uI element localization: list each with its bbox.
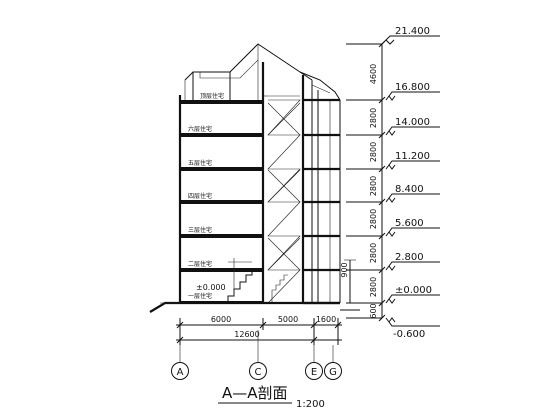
elevation-marker: 2.800 bbox=[385, 252, 440, 271]
axis-bubble-e: E bbox=[305, 362, 323, 380]
svg-text:2.800: 2.800 bbox=[395, 252, 424, 263]
svg-text:16.800: 16.800 bbox=[395, 82, 430, 93]
axis-bubble-a: A bbox=[171, 362, 189, 380]
dim-label: 4600 bbox=[369, 64, 378, 84]
elevation-marker: 21.400 bbox=[381, 26, 440, 45]
stair-dim-label: 900 bbox=[340, 262, 349, 277]
dim-label: 600 bbox=[369, 303, 378, 318]
svg-text:11.200: 11.200 bbox=[395, 151, 430, 162]
floor-label: 一层住宅 bbox=[188, 292, 212, 300]
elevation-markers: 21.400 16.800 14.000 11.200 8.400 5.600 bbox=[381, 26, 440, 340]
elevation-marker: 16.800 bbox=[385, 82, 440, 101]
axis-grid: A C E G bbox=[171, 330, 342, 380]
floor-labels: 顶层住宅 六层住宅 五层住宅 四层住宅 三层住宅 二层住宅 一层住宅 ±0.00… bbox=[188, 92, 226, 300]
axis-bubble-c: C bbox=[249, 362, 267, 380]
dim-label: 2800 bbox=[369, 108, 378, 128]
total-dim-label: 12600 bbox=[234, 330, 259, 339]
inner-ground-label: ±0.000 bbox=[196, 283, 226, 292]
svg-text:-0.600: -0.600 bbox=[393, 329, 425, 340]
floor-label: 顶层住宅 bbox=[200, 92, 224, 100]
elevation-marker: ±0.000 bbox=[385, 285, 440, 304]
dim-label: 1600 bbox=[316, 315, 336, 324]
dim-label: 2800 bbox=[369, 209, 378, 229]
section-title: A—A剖面 bbox=[222, 384, 288, 402]
dim-label: 2800 bbox=[369, 176, 378, 196]
drawing-title: A—A剖面 1:200 bbox=[218, 384, 325, 410]
elevation-marker: 5.600 bbox=[385, 218, 440, 237]
svg-text:5.600: 5.600 bbox=[395, 218, 424, 229]
elevation-marker: -0.600 bbox=[385, 317, 440, 340]
svg-text:E: E bbox=[311, 367, 317, 378]
horizontal-dimension-chain: 6000 5000 1600 12600 bbox=[176, 315, 342, 345]
floor-label: 六层住宅 bbox=[188, 125, 212, 133]
elevation-marker: 11.200 bbox=[385, 151, 440, 170]
svg-text:±0.000: ±0.000 bbox=[395, 285, 432, 296]
building-section bbox=[149, 43, 360, 313]
scale-label: 1:200 bbox=[296, 399, 325, 410]
elevation-marker: 8.400 bbox=[385, 184, 440, 203]
elevation-marker: 14.000 bbox=[385, 117, 440, 136]
dim-label: 2800 bbox=[369, 142, 378, 162]
svg-text:A: A bbox=[177, 367, 184, 378]
dim-label: 2800 bbox=[369, 277, 378, 297]
vertical-dimension-chain: 4600 2800 2800 2800 2800 2800 2800 600 9… bbox=[340, 40, 386, 322]
svg-text:G: G bbox=[329, 367, 337, 378]
floor-label: 四层住宅 bbox=[188, 192, 212, 200]
svg-text:8.400: 8.400 bbox=[395, 184, 424, 195]
dim-label: 6000 bbox=[211, 315, 231, 324]
svg-text:14.000: 14.000 bbox=[395, 117, 430, 128]
dim-label: 2800 bbox=[369, 243, 378, 263]
axis-bubble-g: G bbox=[324, 362, 342, 380]
floor-label: 二层住宅 bbox=[188, 260, 212, 268]
dim-label: 5000 bbox=[278, 315, 298, 324]
floor-label: 三层住宅 bbox=[188, 226, 212, 234]
floor-label: 五层住宅 bbox=[188, 159, 212, 167]
svg-text:C: C bbox=[255, 367, 262, 378]
svg-text:21.400: 21.400 bbox=[395, 26, 430, 37]
